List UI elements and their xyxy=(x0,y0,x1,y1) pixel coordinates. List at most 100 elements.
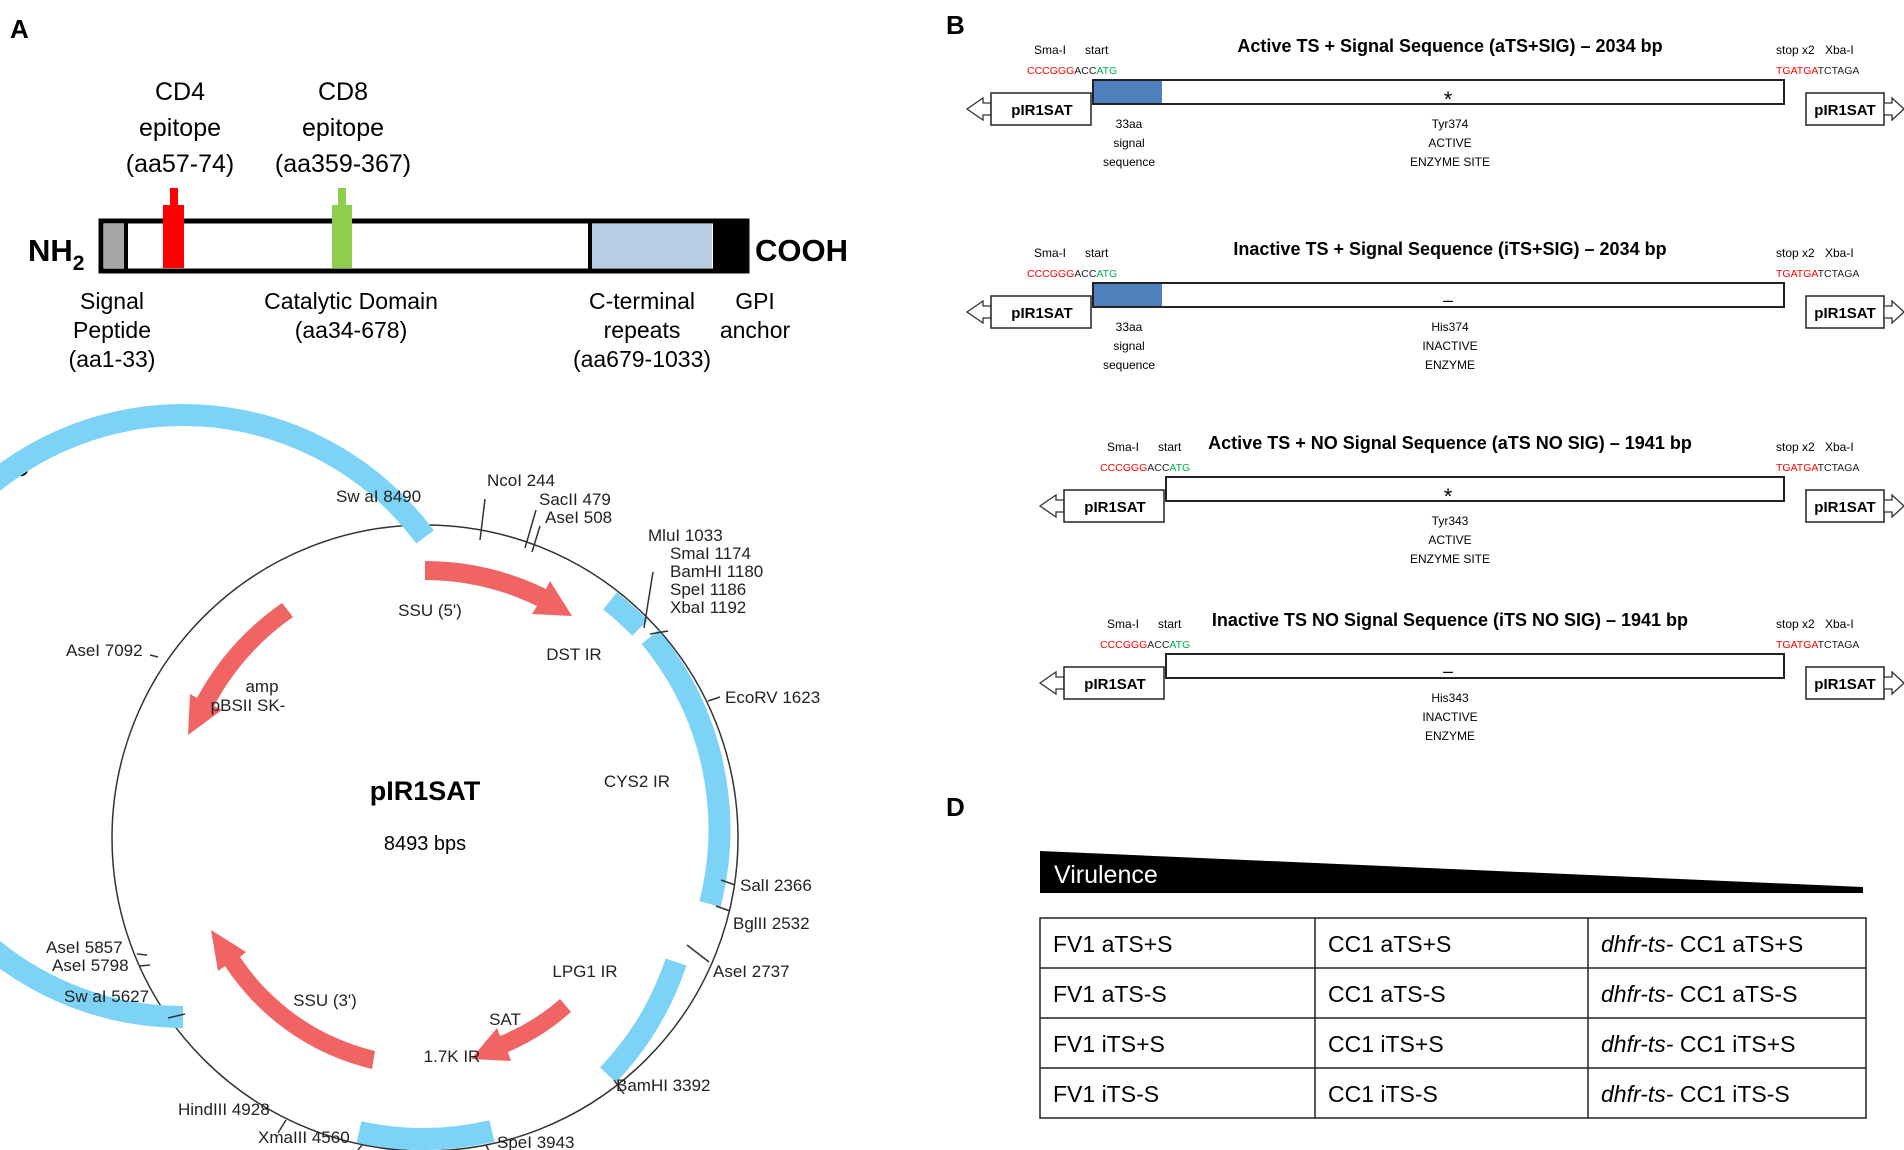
feature-cys2-ir: CYS2 IR xyxy=(604,772,670,791)
left-plasmid-label: pIR1SAT xyxy=(1084,676,1145,693)
feature-pbsii-sk: pBSII SK- xyxy=(211,696,286,715)
site-asei-7092: AseI 7092 xyxy=(66,641,143,660)
left-plasmid-box xyxy=(1063,666,1165,700)
active-site-label: INACTIVE xyxy=(1422,339,1477,353)
kozak-spacer: ACC xyxy=(1074,65,1097,77)
catalytic-label-line1: Catalytic Domain xyxy=(264,288,438,314)
right-plasmid-label: pIR1SAT xyxy=(1814,676,1875,693)
signal-sequence-label: signal xyxy=(1113,136,1144,150)
left-plasmid-arrow xyxy=(965,96,992,122)
site-ticks xyxy=(136,498,736,1150)
left-plasmid-label: pIR1SAT xyxy=(1011,102,1072,119)
cd8-label-line1: CD8 xyxy=(318,78,368,106)
construct-title: Active TS + NO Signal Sequence (aTS NO S… xyxy=(1208,433,1692,453)
site-sali-2366: SalI 2366 xyxy=(740,876,812,895)
table-cell: FV1 iTS-S xyxy=(1053,1081,1159,1107)
left-plasmid-box xyxy=(990,295,1092,329)
ts-gene-bar xyxy=(1092,282,1785,308)
stop-codons: TGATGA xyxy=(1776,65,1818,77)
feature-dst-ir: DST IR xyxy=(546,645,601,664)
nh2-label: NH2 xyxy=(28,233,84,275)
site-hindiii-4928: HindIII 4928 xyxy=(178,1100,270,1119)
table-cell: dhfr-ts- CC1 aTS-S xyxy=(1601,981,1797,1007)
stop-sequence: TGATGATCTAGA xyxy=(1776,65,1859,77)
active-site-label: ENZYME SITE xyxy=(1410,552,1490,566)
active-site-mark: – xyxy=(1443,661,1453,681)
sma-label: Sma-I xyxy=(1034,43,1066,57)
feature-ssu3: SSU (3') xyxy=(293,991,357,1010)
segment-dst-ir xyxy=(603,592,648,636)
table-cell: CC1 aTS+S xyxy=(1328,931,1451,957)
panel-c: C xyxy=(0,404,820,1150)
kozak-spacer: ACC xyxy=(1147,462,1170,474)
active-site-label: ACTIVE xyxy=(1428,136,1471,150)
right-plasmid-label: pIR1SAT xyxy=(1814,499,1875,516)
stop-codons: TGATGA xyxy=(1776,462,1818,474)
feature-sat: SAT xyxy=(489,1010,521,1029)
panel-d-letter: D xyxy=(946,792,965,822)
start-codon: ATG xyxy=(1169,462,1190,474)
feature-ssu5: SSU (5') xyxy=(398,601,462,620)
right-plasmid-label: pIR1SAT xyxy=(1814,305,1875,322)
strain-name: CC1 aTS-S xyxy=(1328,981,1446,1007)
table-cell: dhfr-ts- CC1 aTS+S xyxy=(1601,931,1803,957)
site-swai-5627: Sw aI 5627 xyxy=(64,987,149,1006)
strain-name: CC1 aTS-S xyxy=(1673,981,1797,1007)
right-plasmid-label: pIR1SAT xyxy=(1814,102,1875,119)
cd4-label-line2: epitope xyxy=(139,114,221,142)
panel-a-letter: A xyxy=(10,14,29,44)
signal-sequence-label: sequence xyxy=(1103,358,1155,372)
segment-swa-backbone xyxy=(0,404,434,1028)
construct-title: Inactive TS + Signal Sequence (iTS+SIG) … xyxy=(1233,239,1666,259)
construct-2: Inactive TS + Signal Sequence (iTS+SIG) … xyxy=(965,239,1904,372)
construct-title: Active TS + Signal Sequence (aTS+SIG) – … xyxy=(1237,36,1662,56)
active-site-label: Tyr343 xyxy=(1432,514,1469,528)
cd8-epitope-marker xyxy=(332,188,352,268)
segment-lpg1-ir xyxy=(599,958,687,1083)
signal-sequence-box xyxy=(1094,284,1162,306)
right-plasmid-arrow xyxy=(1883,96,1904,122)
signal-peptide-domain xyxy=(104,224,125,268)
site-asei-5798: AseI 5798 xyxy=(52,956,129,975)
site-spei-1186: SpeI 1186 xyxy=(670,580,746,599)
xba-label: Xba-I xyxy=(1825,617,1854,631)
plasmid-name: pIR1SAT xyxy=(370,776,481,806)
xbai-site: TCTAGA xyxy=(1818,268,1860,280)
start-codon: ATG xyxy=(1096,268,1117,280)
active-site-label: ENZYME xyxy=(1425,358,1475,372)
construct-4: Inactive TS NO Signal Sequence (iTS NO S… xyxy=(1038,610,1904,743)
left-plasmid-label: pIR1SAT xyxy=(1084,499,1145,516)
active-site-label: ENZYME xyxy=(1425,729,1475,743)
site-bglii-2532: BglII 2532 xyxy=(733,914,810,933)
ssu5-arrow xyxy=(425,561,572,616)
cd4-epitope-marker xyxy=(163,188,184,268)
site-smai-1174: SmaI 1174 xyxy=(670,544,751,563)
start-label: start xyxy=(1158,440,1182,454)
site-sacii-479: SacII 479 xyxy=(539,490,611,509)
gpi-label-line1: GPI xyxy=(735,288,775,314)
start-label: start xyxy=(1085,246,1109,260)
virulence-label: Virulence xyxy=(1054,861,1158,889)
strain-name: FV1 aTS+S xyxy=(1053,931,1173,957)
left-plasmid-arrow xyxy=(1038,493,1065,519)
signal-sequence-box xyxy=(1094,81,1162,103)
right-plasmid-box xyxy=(1805,666,1885,700)
stop-label: stop x2 xyxy=(1776,246,1815,260)
active-site-label: Tyr374 xyxy=(1432,117,1469,131)
strain-name: CC1 iTS+S xyxy=(1673,1031,1795,1057)
site-bamhi-3392: BamHI 3392 xyxy=(616,1076,711,1095)
table-cell: FV1 aTS+S xyxy=(1053,931,1173,957)
amp-arrow xyxy=(188,603,293,735)
table-cell: CC1 aTS-S xyxy=(1328,981,1446,1007)
site-swai-8490: Sw aI 8490 xyxy=(336,487,421,506)
cooh-label: COOH xyxy=(755,233,848,268)
stop-label: stop x2 xyxy=(1776,440,1815,454)
table-cell: FV1 iTS+S xyxy=(1053,1031,1165,1057)
cd8-label-line2: epitope xyxy=(302,114,384,142)
signal-label-line2: Peptide xyxy=(73,317,151,343)
construct-list: Active TS + Signal Sequence (aTS+SIG) – … xyxy=(965,36,1904,743)
kozak-spacer: ACC xyxy=(1074,268,1097,280)
signal-label-line3: (aa1-33) xyxy=(69,346,156,372)
kozak-spacer: ACC xyxy=(1147,639,1170,651)
signal-sequence-label: 33aa xyxy=(1116,320,1143,334)
